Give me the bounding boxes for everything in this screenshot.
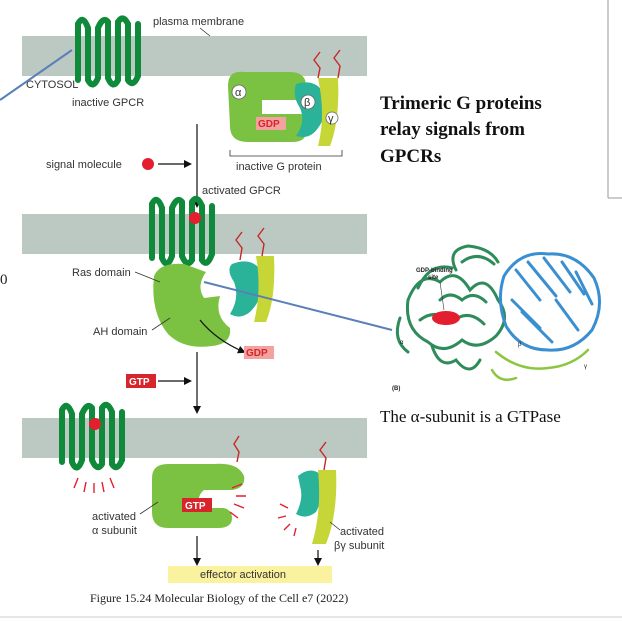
alpha-subunit-activated: [152, 463, 245, 528]
gtp-box-in: [126, 374, 156, 388]
gdp-release-arrow: [199, 319, 246, 354]
figure-caption: Figure 15.24 Molecular Biology of the Ce…: [90, 591, 348, 605]
signal-molecule-label: signal molecule: [46, 159, 122, 171]
gdp-box-1: [256, 117, 286, 130]
g-protein-inactive: [228, 49, 341, 146]
cytosol-label: CYTOSOL: [26, 79, 78, 91]
signal-molecule-dot-2: [189, 212, 201, 224]
gtp-tag-bound: GTP: [185, 501, 206, 512]
activation-burst-alpha: [229, 483, 246, 519]
alpha-membrane-anchor: [233, 435, 240, 463]
plasma-membrane-leader: [199, 27, 211, 37]
gdp-tag-1: GDP: [258, 119, 280, 130]
gtp-tag-in: GTP: [129, 377, 150, 388]
beta-gamma-activated: [296, 441, 337, 544]
beta-label-circle: [300, 94, 316, 110]
gamma-label-circle: [325, 111, 339, 125]
activation-burst-bg: [277, 503, 297, 537]
effector-activation-label: effector activation: [200, 569, 286, 581]
alpha-label: α: [235, 87, 242, 99]
structure-alpha-label: α: [400, 340, 404, 346]
gpcr-bound: [59, 401, 125, 471]
activated-bg-label-2: βγ subunit: [334, 540, 384, 552]
g-protein-engaged: [153, 227, 275, 347]
structure-pointer: [203, 281, 393, 331]
activation-burst-receptor: [73, 477, 115, 493]
gdp-binding-site: [432, 311, 460, 325]
activated-alpha-label-1: activated: [92, 511, 136, 523]
title-line-3: GPCRs: [380, 146, 441, 167]
alpha-label-circle: [231, 84, 247, 100]
ah-domain-leader: [151, 317, 171, 331]
title-line-2: relay signals from: [380, 119, 525, 140]
signal-molecule-dot-1: [142, 158, 154, 170]
ah-domain-label: AH domain: [93, 326, 147, 338]
activated-alpha-label-2: α subunit: [92, 525, 137, 537]
left-margin-text: 0: [0, 272, 8, 288]
gpcr-activated: [149, 195, 215, 267]
ras-domain-label: Ras domain: [72, 267, 131, 279]
gdp-site-label-1: GDP-binding: [416, 268, 453, 274]
structure-beta-label: β: [518, 342, 522, 348]
cytosol-pointer: [0, 49, 73, 101]
gdp-tag-2: GDP: [246, 348, 268, 359]
gamma-label: γ: [328, 113, 334, 125]
gdp-box-2: [244, 346, 274, 359]
activated-alpha-leader: [139, 501, 159, 515]
activated-bg-leader: [329, 521, 341, 531]
beta-label: β: [304, 97, 310, 109]
g-protein-structure: [395, 244, 601, 381]
membrane-1: [22, 36, 367, 76]
structure-gamma-label: γ: [584, 364, 587, 370]
signal-molecule-dot-3: [89, 418, 101, 430]
activated-bg-label-1: activated: [340, 526, 384, 538]
gdp-site-leader: [439, 281, 445, 311]
activated-gpcr-label: activated GPCR: [202, 185, 281, 197]
inactive-gpcr-label: inactive GPCR: [72, 97, 144, 109]
structure-panel-label: (B): [392, 386, 400, 392]
title-line-1: Trimeric G proteins: [380, 93, 542, 114]
ras-domain-leader: [134, 271, 161, 283]
gtp-box-bound: [182, 498, 212, 512]
gdp-site-label-2: site: [428, 275, 439, 281]
inactive-g-protein-label: inactive G protein: [236, 161, 322, 173]
gpcr-inactive: [75, 15, 141, 88]
effector-band: [168, 566, 332, 583]
plasma-membrane-label: plasma membrane: [153, 16, 244, 28]
g-protein-bracket: [229, 150, 343, 157]
gtpase-note: The α-subunit is a GTPase: [380, 407, 561, 426]
